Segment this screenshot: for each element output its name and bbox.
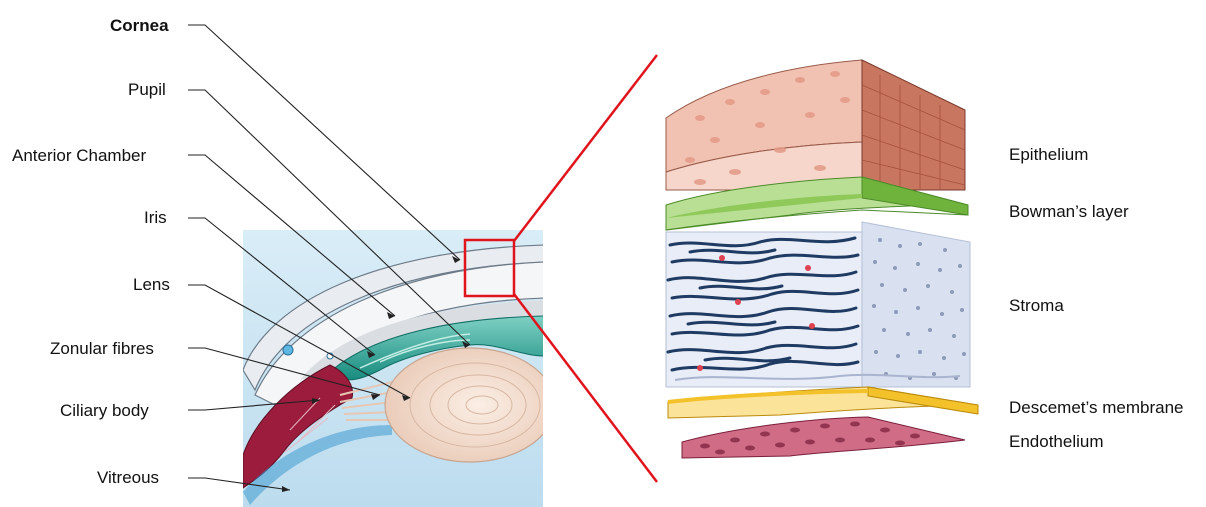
label-pupil: Pupil	[128, 80, 166, 100]
descemets-membrane-layer	[668, 387, 978, 418]
label-endothelium: Endothelium	[1009, 432, 1104, 452]
label-epithelium: Epithelium	[1009, 145, 1088, 165]
epithelium-layer	[666, 60, 965, 190]
endothelium-layer	[682, 417, 965, 458]
leader-cornea	[188, 25, 460, 260]
label-cornea: Cornea	[110, 16, 169, 36]
label-anterior-chamber: Anterior Chamber	[12, 146, 146, 166]
label-ciliary-body: Ciliary body	[60, 401, 149, 421]
label-descemets-membrane: Descemet’s membrane	[1009, 398, 1183, 418]
label-zonular-fibres: Zonular fibres	[50, 339, 154, 359]
label-bowmans-layer: Bowman’s layer	[1009, 202, 1129, 222]
label-iris: Iris	[144, 208, 167, 228]
label-lens: Lens	[133, 275, 170, 295]
label-vitreous: Vitreous	[97, 468, 159, 488]
zoom-line-top	[514, 55, 657, 241]
label-stroma: Stroma	[1009, 296, 1064, 316]
stroma-layer	[666, 222, 970, 387]
